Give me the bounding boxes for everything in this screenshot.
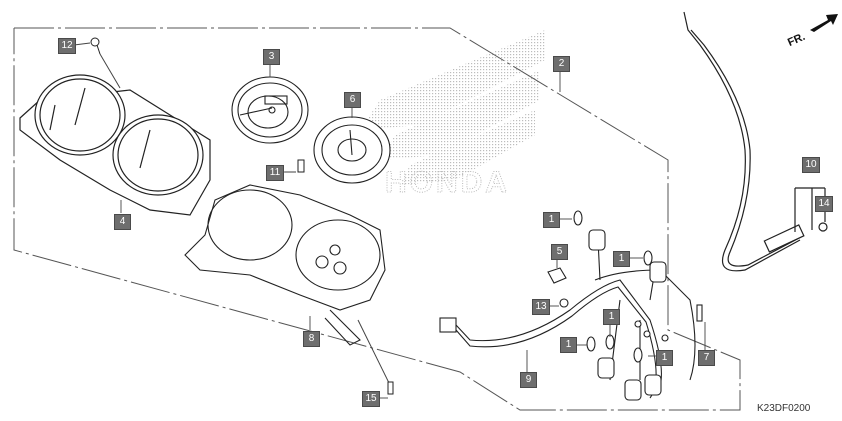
callout-8[interactable]: 8 (303, 331, 320, 347)
meter-lens-case (19, 74, 211, 216)
screw-15-icon (357, 319, 394, 395)
callout-2[interactable]: 2 (553, 56, 570, 72)
callout-3[interactable]: 3 (263, 49, 280, 65)
callout-11[interactable]: 11 (266, 165, 284, 181)
honda-wing-watermark: HONDA (360, 30, 545, 200)
speedometer-cable (683, 11, 828, 272)
callout-14[interactable]: 14 (815, 196, 833, 212)
callout-15[interactable]: 15 (362, 391, 380, 407)
bulb-sockets (547, 210, 703, 401)
svg-text:HONDA: HONDA (385, 166, 510, 199)
wire-harness (439, 239, 696, 399)
callout-7[interactable]: 7 (698, 350, 715, 366)
callout-10[interactable]: 10 (802, 157, 820, 173)
callout-4[interactable]: 4 (114, 214, 131, 230)
speedometer-dial (231, 76, 309, 144)
callout-5[interactable]: 5 (551, 244, 568, 260)
callout-1-e[interactable]: 1 (656, 350, 673, 366)
assembly-boundary (13, 27, 741, 411)
callout-9[interactable]: 9 (520, 372, 537, 388)
front-direction-arrow-icon (810, 14, 838, 32)
callout-1-a[interactable]: 1 (543, 212, 560, 228)
leader-lines (73, 42, 706, 399)
callout-13[interactable]: 13 (532, 299, 550, 315)
screw-12-icon (90, 37, 121, 89)
diagram-code: K23DF0200 (757, 403, 811, 414)
callout-1-b[interactable]: 1 (613, 251, 630, 267)
callout-1-c[interactable]: 1 (603, 309, 620, 325)
callout-12[interactable]: 12 (58, 38, 76, 54)
callout-6[interactable]: 6 (344, 92, 361, 108)
stud-11-icon (285, 159, 305, 173)
meter-case (184, 184, 386, 346)
callout-1-d[interactable]: 1 (560, 337, 577, 353)
tachometer-dial (313, 116, 391, 184)
